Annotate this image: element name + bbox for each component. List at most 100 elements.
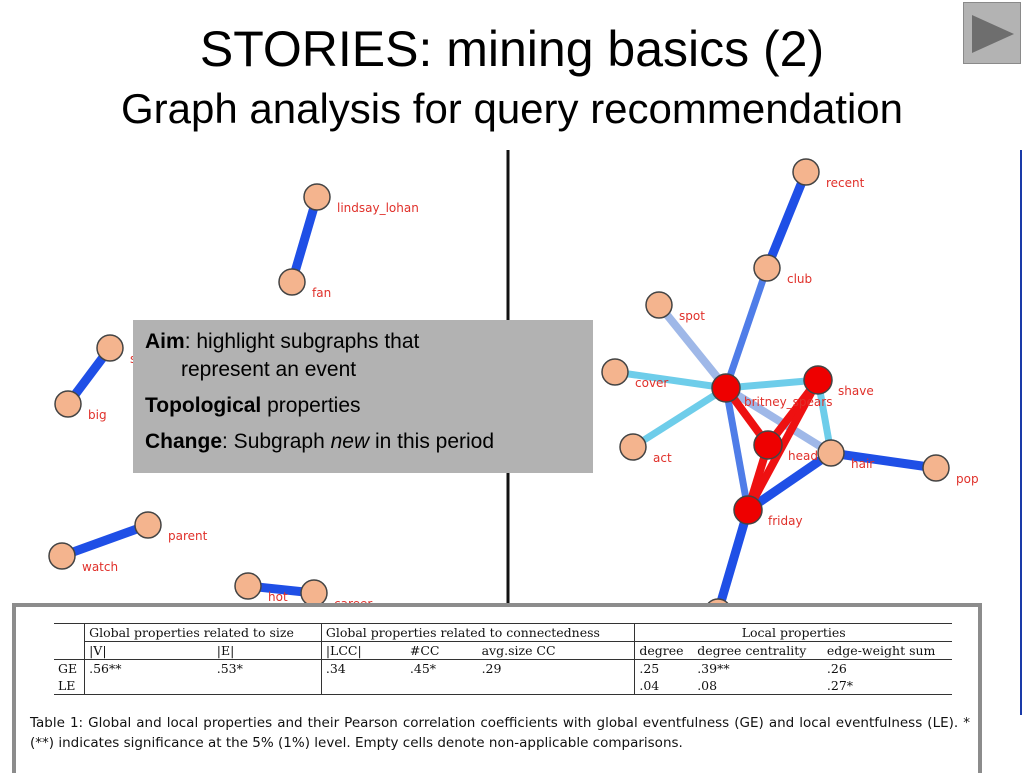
edge-hair-friday: [745, 449, 834, 514]
col-cc: #CC: [409, 643, 440, 658]
slide-title: STORIES: mining basics (2): [199, 21, 825, 77]
node-friday: [733, 495, 763, 525]
edge-britney_spears-hair: [723, 384, 834, 457]
node-hot: [234, 572, 262, 600]
edge-spot-britney_spears: [655, 302, 730, 391]
node-label-britney_spears: britney_spears: [744, 395, 832, 409]
edge-recent-club: [762, 170, 811, 270]
cell-e: [213, 677, 322, 695]
node-label-parent: parent: [168, 529, 208, 543]
aim-box: Aim: highlight subgraphs that represent a…: [133, 320, 593, 473]
node-head: [753, 430, 783, 460]
aim-text-2: represent an event: [181, 358, 357, 381]
node-label-watch: watch: [82, 560, 118, 574]
topological-text: properties: [261, 394, 361, 417]
cell-v: [84, 677, 213, 695]
topological-label: Topological: [145, 394, 262, 417]
group-local: Local properties: [634, 623, 952, 642]
edge-parent-watch: [60, 520, 150, 561]
node-britney_spears: [711, 373, 741, 403]
col-degree: degree: [634, 641, 694, 660]
table-row: LE .04 .08 .27*: [54, 677, 952, 695]
col-degree-centrality: degree centrality: [697, 643, 807, 658]
node-label-lindsay_lohan: lindsay_lohan: [337, 201, 419, 215]
change-line: Change: Subgraph new in this period: [145, 428, 581, 456]
node-label-act: act: [653, 451, 672, 465]
cell-degree-centrality: .08: [697, 678, 718, 693]
node-hair: [817, 439, 845, 467]
node-label-recent: recent: [826, 176, 865, 190]
change-text-2: in this period: [369, 430, 495, 453]
table-group-header: Global properties related to size Global…: [54, 623, 952, 642]
aim-text-1: : highlight subgraphs that: [184, 330, 420, 353]
table-column-header: |V| |E| |LCC| #CC avg.size CC degree deg…: [54, 641, 952, 660]
cell-edge-weight-sum: .26: [826, 661, 847, 676]
node-label-big: big: [88, 408, 107, 422]
node-big: [54, 390, 82, 418]
node-pop: [922, 454, 950, 482]
edge-friday-bottom: [713, 508, 753, 614]
node-fan: [278, 268, 306, 296]
edge-britney_spears-shave: [725, 376, 819, 392]
row-label: GE: [58, 661, 78, 676]
play-triangle-icon: [972, 15, 1014, 53]
cell-avg: .29: [481, 661, 502, 676]
properties-table: Global properties related to size Global…: [54, 623, 952, 695]
group-global-connectedness: Global properties related to connectedne…: [320, 623, 635, 642]
next-slide-button[interactable]: [963, 2, 1021, 64]
node-spot: [645, 291, 673, 319]
node-watch: [48, 542, 76, 570]
node-act: [619, 433, 647, 461]
edge-cover-britney_spears: [614, 368, 727, 392]
table-caption: Table 1: Global and local properties and…: [30, 715, 970, 751]
change-text-1: : Subgraph: [222, 430, 331, 453]
edge-britney_spears-friday: [722, 387, 752, 511]
node-recent: [792, 158, 820, 186]
node-lindsay_lohan: [303, 183, 331, 211]
node-label-fan: fan: [312, 286, 331, 300]
cell-cc: .45*: [409, 661, 437, 676]
node-label-hot: hot: [268, 590, 288, 604]
node-shave: [803, 365, 833, 395]
slide-subtitle: Graph analysis for query recommendation: [120, 85, 904, 132]
col-v: |V|: [84, 641, 213, 660]
node-label-spot: spot: [679, 309, 705, 323]
col-lcc: |LCC|: [320, 641, 406, 660]
col-e: |E|: [216, 643, 235, 658]
edge-club-britney_spears: [722, 266, 771, 390]
edge-shave-friday: [744, 378, 822, 512]
aim-label: Aim: [145, 330, 185, 353]
cell-degree: .25: [634, 659, 694, 677]
table-row: GE .56** .53* .34 .45* .29 .25 .39** .26: [54, 659, 952, 677]
node-label-hair: hair: [851, 457, 874, 471]
cell-avg: [478, 677, 635, 695]
edge-lindsay_lohan-fan: [287, 195, 322, 284]
edge-hair-pop: [830, 448, 937, 473]
change-label: Change: [145, 430, 223, 453]
group-global-size: Global properties related to size: [84, 623, 322, 642]
topological-line: Topological properties: [145, 392, 581, 420]
node-label-head: head: [788, 449, 818, 463]
node-label-pop: pop: [956, 472, 979, 486]
cell-degree-centrality: .39**: [697, 661, 730, 676]
node-parent: [134, 511, 162, 539]
row-label: LE: [58, 678, 76, 693]
col-avg-cc: avg.size CC: [481, 643, 556, 658]
cell-v: .56**: [84, 659, 213, 677]
cell-lcc: .34: [320, 659, 406, 677]
node-label-friday: friday: [768, 514, 803, 528]
cell-degree: .04: [634, 677, 694, 695]
change-emph: new: [330, 430, 370, 453]
node-label-club: club: [787, 272, 812, 286]
cell-cc: [406, 677, 478, 695]
col-edge-weight-sum: edge-weight sum: [826, 643, 936, 658]
cell-edge-weight-sum: .27*: [826, 678, 854, 693]
node-label-shave: shave: [838, 384, 874, 398]
aim-line: Aim: highlight subgraphs that represent a…: [145, 328, 581, 384]
table-panel: Global properties related to size Global…: [12, 603, 982, 773]
edge-act-britney_spears: [631, 385, 728, 450]
cell-lcc: [320, 677, 406, 695]
node-cover: [601, 358, 629, 386]
node-label-cover: cover: [635, 376, 668, 390]
